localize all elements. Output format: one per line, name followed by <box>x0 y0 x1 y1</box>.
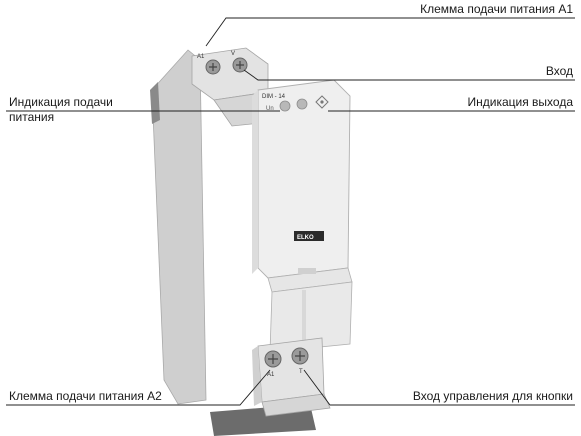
leader-terminal-a2 <box>6 369 271 406</box>
label-bottom-t: T <box>299 369 303 375</box>
label-top-v: V <box>231 51 235 57</box>
callout-output-indication: Индикация выхода <box>467 95 573 109</box>
brand-logo: ELKO <box>297 235 314 241</box>
housing-side <box>151 49 207 405</box>
led-label: Un <box>266 106 274 112</box>
device-model: DIM - 14 <box>262 94 286 100</box>
brand-plate <box>294 231 324 241</box>
leader-terminal-a1 <box>205 17 575 47</box>
leader-input <box>243 69 575 81</box>
lower-body <box>269 281 353 353</box>
leader-button-input <box>303 369 575 406</box>
callout-terminal-a2: Клемма подачи питания A2 <box>9 389 162 403</box>
callout-input: Вход <box>545 64 573 78</box>
label-bottom-a1: A1 <box>267 372 275 378</box>
bottom-terminal-block <box>257 337 325 403</box>
callout-terminal-a1: Клемма подачи питания A1 <box>420 2 573 16</box>
output-symbol-icon <box>315 95 329 109</box>
led-power <box>279 100 291 112</box>
led-output <box>296 98 308 110</box>
callout-power-indication: Индикация подачи питания <box>9 95 113 124</box>
label-top-a1: A1 <box>197 54 205 60</box>
callout-button-control-input: Вход управления для кнопки <box>412 389 573 403</box>
